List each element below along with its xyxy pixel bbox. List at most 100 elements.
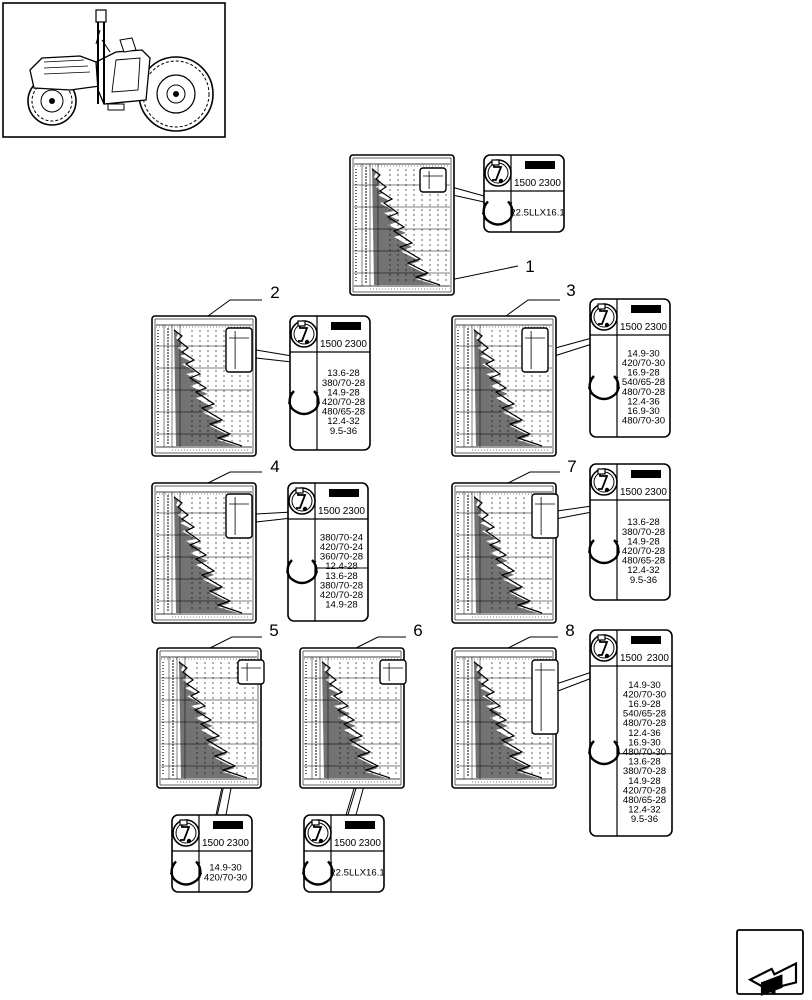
speed-bar-icon [631, 305, 661, 313]
tire-size-text: 12.4-32 [628, 805, 661, 816]
tire-size-text: 420/70-28 [322, 397, 365, 408]
rpm-high-text: 2300 [227, 838, 250, 849]
label-window [419, 167, 447, 193]
label-window [379, 659, 407, 685]
tire-size-text: 420/70-28 [320, 590, 363, 601]
tire-size-text: 480/70-30 [622, 416, 665, 427]
speed-bar-icon [631, 470, 661, 478]
tire-size-text: 540/65-28 [623, 709, 666, 720]
tire-size-text: 16.9-30 [627, 406, 660, 417]
tire-size-text: 480/70-30 [623, 747, 666, 758]
tire-size-text: 9.5-36 [630, 575, 657, 586]
tire-size-text: 22.5LLX16.1 [510, 208, 564, 219]
tire-size-text: 14.9-28 [628, 776, 661, 787]
next-page-arrow-button[interactable] [736, 929, 804, 997]
pedal-icon [290, 320, 318, 348]
rpm-low-text: 1500 [620, 322, 643, 333]
tire-size-text: 420/70-24 [320, 542, 364, 553]
pedal-icon [288, 487, 316, 515]
tire-size-text: 540/65-28 [622, 377, 665, 388]
label-frame [589, 463, 671, 601]
pedal-icon [304, 819, 332, 847]
tire-size-text: 12.4-32 [327, 416, 360, 427]
rpm-high-text: 2300 [647, 653, 670, 664]
label-window [531, 493, 559, 539]
callout-number-8: 8 [565, 621, 574, 640]
tire-size-text: 16.9-28 [628, 699, 661, 710]
rpm-high-text: 2300 [343, 506, 366, 517]
speed-bar-icon [525, 161, 555, 169]
tire-size-text: 380/70-28 [320, 580, 363, 591]
tire-size-text: 380/70-28 [322, 378, 365, 389]
leader-line-2 [207, 299, 262, 317]
leader-line-1 [449, 265, 519, 281]
tire-size-text: 22.5LLX16.1 [330, 868, 384, 879]
rpm-low-text: 1500 [514, 178, 537, 189]
tire-size-text: 14.9-30 [628, 680, 661, 691]
label-frame [589, 629, 673, 837]
leader-line-7 [507, 471, 560, 484]
callout-number-7: 7 [567, 457, 576, 476]
tire-size-text: 420/70-28 [622, 546, 665, 557]
tire-size-text: 13.6-28 [327, 368, 360, 379]
rpm-low-text: 1500 [320, 339, 343, 350]
tire-size-text: 480/65-28 [623, 795, 666, 806]
rpm-high-text: 2300 [345, 339, 368, 350]
tire-size-text: 13.6-28 [325, 571, 358, 582]
callout-number-6: 6 [413, 621, 422, 640]
pedal-icon [590, 634, 618, 662]
rpm-low-text: 1500 [318, 506, 341, 517]
rpm-high-text: 2300 [359, 838, 382, 849]
pedal-icon [484, 159, 512, 187]
tire-size-text: 13.6-28 [627, 517, 660, 528]
tire-size-text: 13.6-28 [628, 757, 661, 768]
connector-line-4 [255, 517, 293, 523]
callout-number-3: 3 [566, 281, 575, 300]
speed-bar-icon [329, 489, 359, 497]
tire-size-text: 14.9-28 [325, 600, 358, 611]
rpm-low-text: 1500 [202, 838, 225, 849]
tire-size-text: 380/70-28 [622, 527, 665, 538]
rpm-high-text: 2300 [645, 487, 668, 498]
tire-size-text: 12.4-36 [628, 728, 661, 739]
pedal-icon [172, 819, 200, 847]
leader-line-6 [355, 636, 406, 649]
tire-size-text: 380/70-28 [623, 766, 666, 777]
label-frame [287, 482, 369, 622]
tire-size-text: 420/70-28 [623, 785, 666, 796]
callout-number-4: 4 [270, 457, 279, 476]
tire-size-text: 16.9-28 [627, 368, 660, 379]
label-frame [289, 315, 371, 451]
tire-size-text: 420/70-30 [204, 872, 247, 883]
tire-size-text: 14.9-28 [327, 387, 360, 398]
tire-size-text: 480/65-28 [322, 407, 365, 418]
label-window [531, 659, 559, 735]
tire-size-text: 360/70-28 [320, 552, 363, 563]
tire-size-text: 420/70-30 [622, 358, 665, 369]
connector-line-2 [255, 357, 293, 363]
rpm-low-text: 1500 [334, 838, 357, 849]
tire-size-text: 480/65-28 [622, 556, 665, 567]
label-window [521, 327, 549, 373]
tire-size-text: 12.4-32 [627, 565, 660, 576]
rpm-low-text: 1500 [620, 487, 643, 498]
pedal-icon [590, 303, 618, 331]
label-frame [589, 298, 671, 438]
speed-bar-icon [631, 636, 661, 644]
rpm-low-text: 1500 [620, 653, 643, 664]
speed-bar-icon [331, 322, 361, 330]
tire-size-text: 9.5-36 [631, 814, 658, 825]
callout-number-1: 1 [525, 257, 534, 276]
